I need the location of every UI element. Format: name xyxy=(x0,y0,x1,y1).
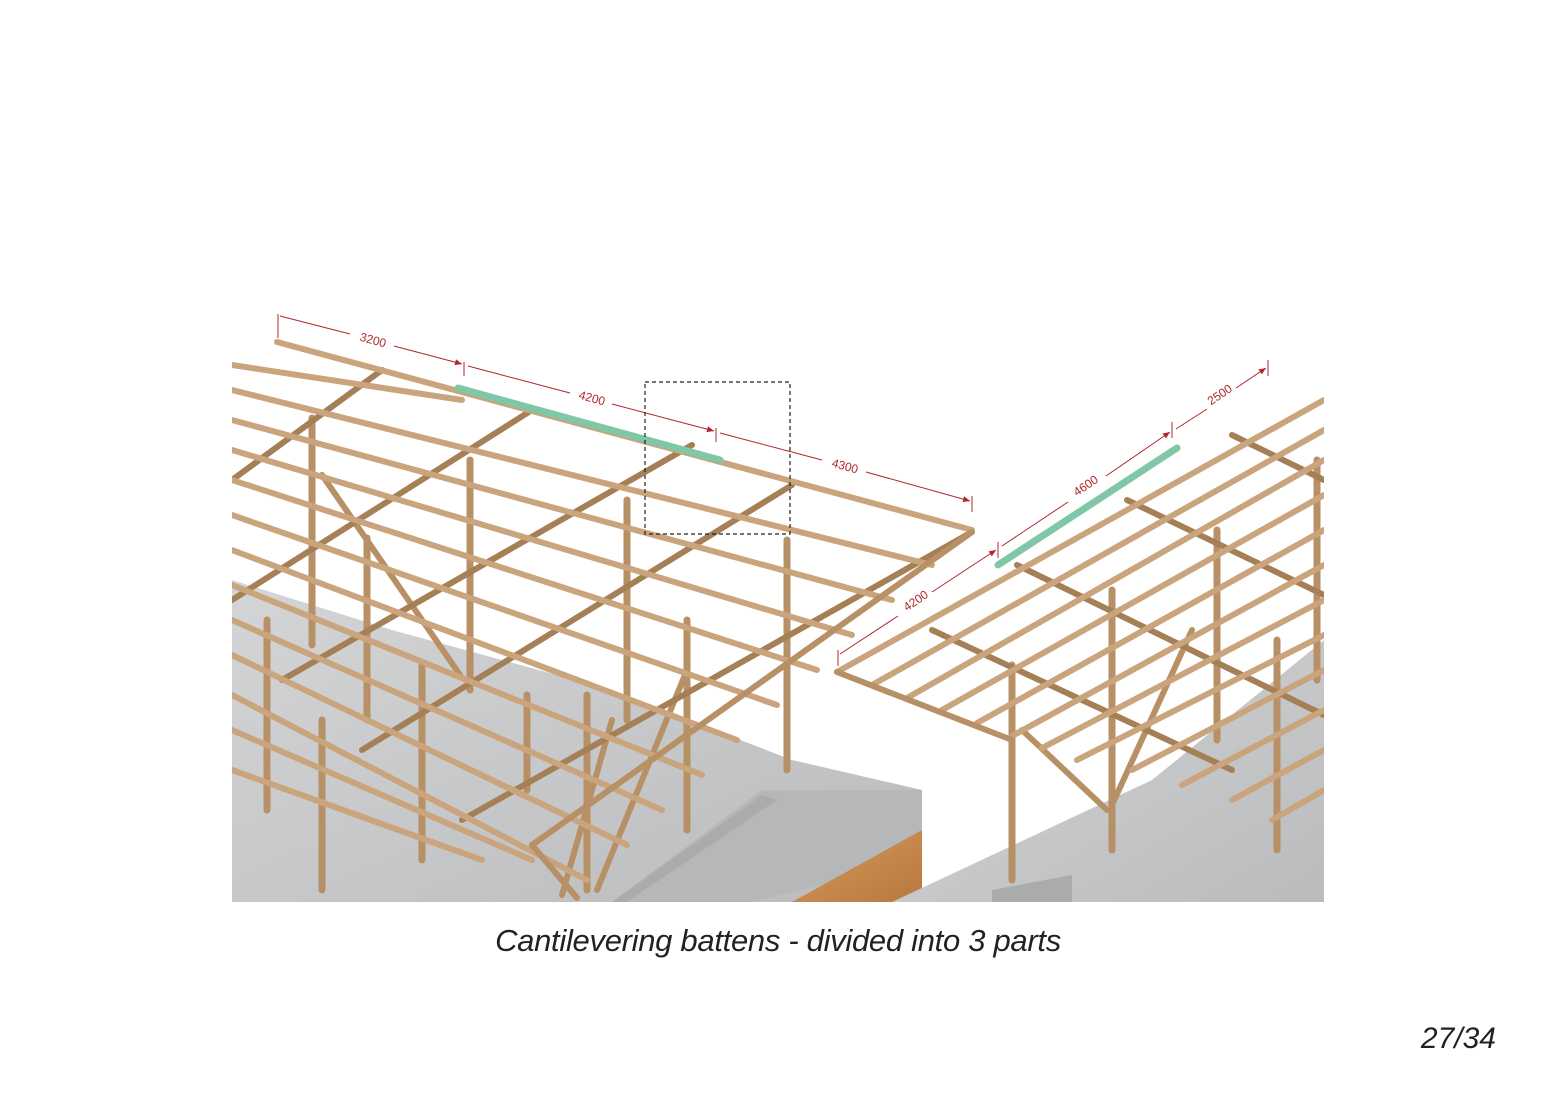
detail-box xyxy=(644,381,791,535)
dimension-label-4200: 4200 xyxy=(577,388,607,409)
dimension-line-left xyxy=(277,314,973,512)
dimension-label-2500: 2500 xyxy=(1205,381,1235,408)
dimension-line-right xyxy=(837,360,1269,666)
highlighted-batten-left xyxy=(454,384,724,464)
page-number: 27/34 xyxy=(1420,1022,1496,1055)
dimension-label-3200: 3200 xyxy=(358,330,388,351)
dimension-label-4300: 4300 xyxy=(830,456,860,477)
highlighted-batten-right xyxy=(994,444,1181,569)
dimension-label-4600: 4600 xyxy=(1071,472,1101,499)
structure-diagram: 3200 4200 4300 xyxy=(229,300,1327,902)
left-timber-frame xyxy=(229,339,975,901)
ground-slab-right xyxy=(892,640,1324,902)
figure-caption: Cantilevering battens - divided into 3 p… xyxy=(495,923,1061,958)
right-timber-frame xyxy=(834,397,1327,884)
ground-slab-left xyxy=(232,580,922,902)
dimension-label-right-4200: 4200 xyxy=(901,587,931,614)
